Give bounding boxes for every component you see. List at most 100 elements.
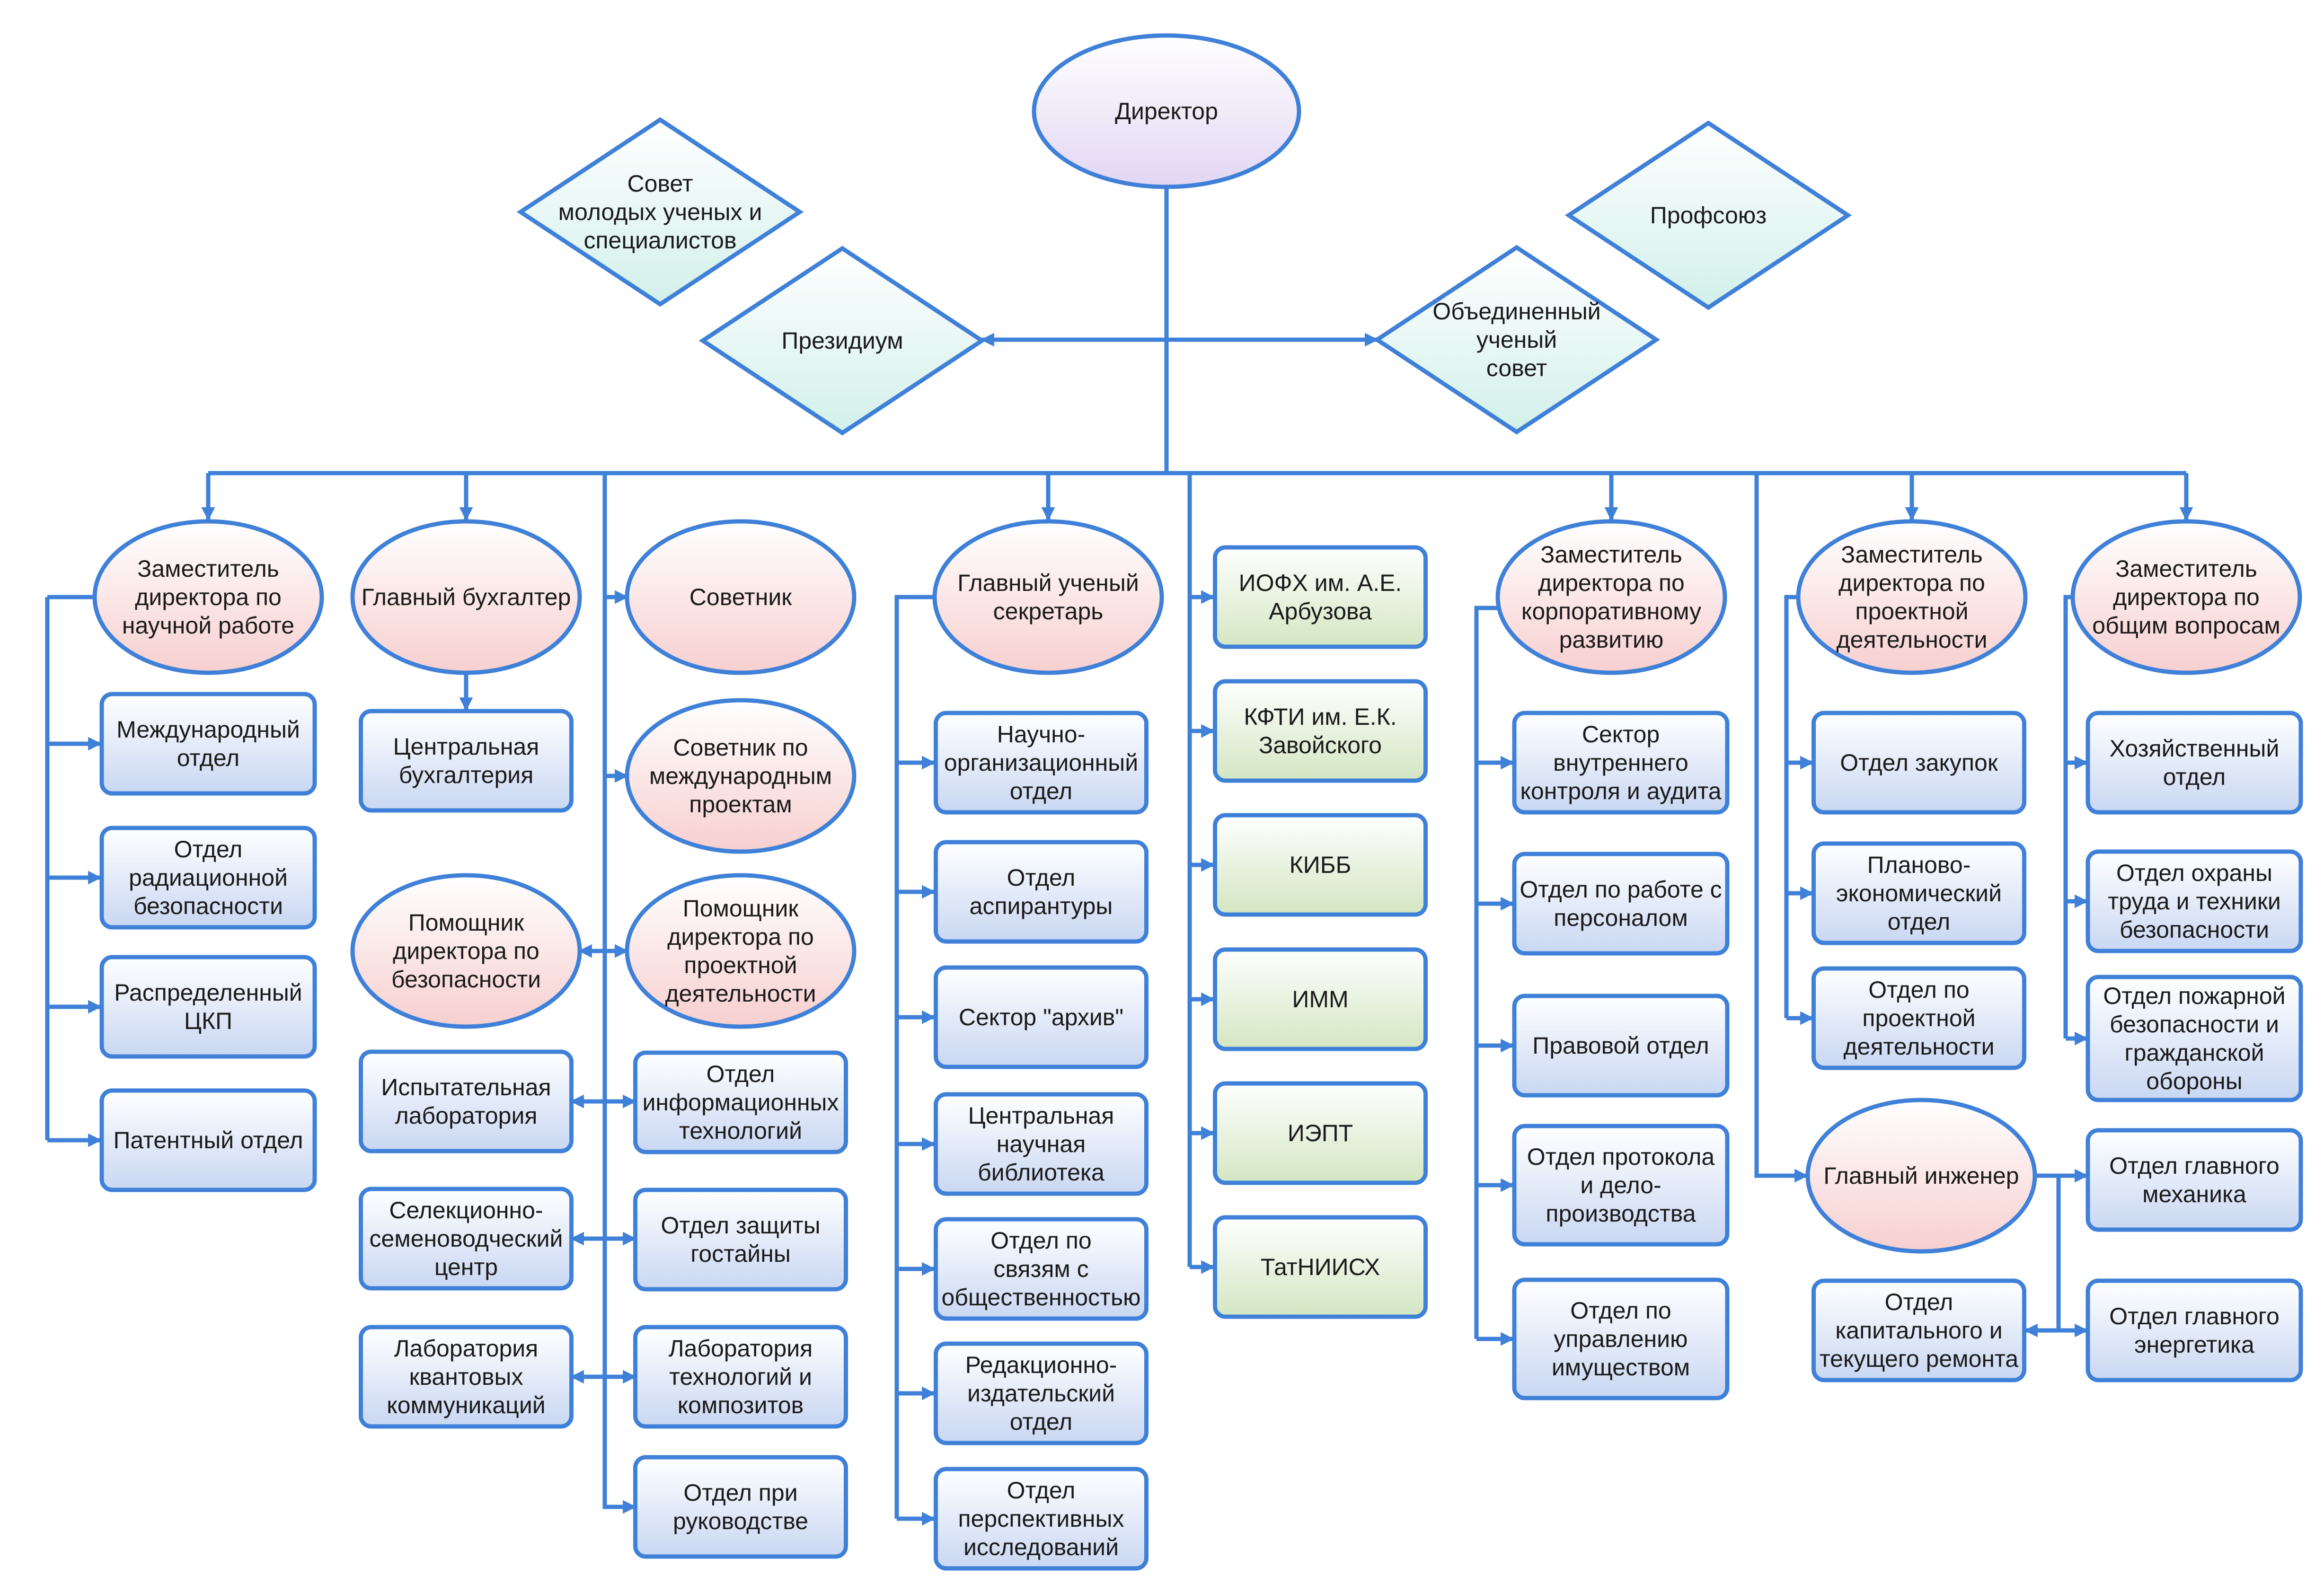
council-young-shape	[516, 117, 804, 307]
imm-label: ИММ	[1292, 986, 1348, 1012]
planning-dept-label: отдел	[1888, 908, 1950, 935]
iept-label: ИЭПТ	[1288, 1120, 1353, 1146]
it-dept-shape	[633, 1050, 848, 1154]
tatniish-shape	[1213, 1215, 1428, 1319]
assistant-security-label: Помощник	[408, 909, 525, 936]
dep-general-label: директора по	[2113, 584, 2260, 610]
repair-dept-label: текущего ремонта	[1820, 1346, 2019, 1372]
fire-safety-dept-label: Отдел пожарной	[2103, 983, 2285, 1009]
quantum-lab-label: квантовых	[409, 1364, 523, 1390]
prospective-dept-label: перспективных	[958, 1505, 1124, 1532]
assistant-security-label: директора по	[393, 938, 539, 964]
kibb-shape	[1213, 813, 1428, 917]
household-dept-label: отдел	[2163, 764, 2226, 790]
property-dept-label: управлению	[1554, 1326, 1688, 1352]
protocol-dept-shape	[1512, 1124, 1730, 1247]
chief-secretary-shape	[932, 519, 1164, 675]
planning-dept-shape	[1811, 841, 2026, 945]
advisor-intl-label: Советник по	[673, 734, 808, 761]
repair-dept-shape	[1811, 1278, 2026, 1382]
seed-center-label: семеноводческий	[370, 1225, 563, 1252]
project-dept-shape	[1811, 966, 2026, 1070]
sci-org-dept-label: Научно-	[997, 721, 1085, 748]
advisor-shape	[625, 519, 857, 675]
archive-sector-label: Сектор "архив"	[959, 1004, 1123, 1030]
property-dept-shape	[1512, 1277, 1730, 1400]
council-young-label: молодых ученых и	[558, 199, 762, 225]
node-director: Директор	[1032, 33, 1301, 189]
repair-dept-label: Отдел	[1885, 1289, 1953, 1315]
imm-shape	[1213, 947, 1428, 1051]
iofh-label: ИОФХ им. А.Е.	[1239, 570, 1402, 596]
project-dept-label: деятельности	[1843, 1033, 1994, 1060]
repair-dept-label: капитального и	[1835, 1317, 2002, 1344]
director-shape	[1032, 33, 1301, 189]
chief-accountant-label: Главный бухгалтер	[362, 584, 571, 610]
seed-center-label: центр	[434, 1254, 498, 1280]
hotel-dept-shape	[633, 1188, 848, 1292]
property-dept-label: Отдел по	[1570, 1297, 1671, 1324]
composites-lab-label: композитов	[678, 1392, 804, 1418]
profsoyuz-label: Профсоюз	[1650, 202, 1767, 229]
dep-science-label: научной работе	[122, 612, 294, 639]
chief-engineer-label: Главный инженер	[1823, 1162, 2019, 1189]
central-accounting-label: Центральная	[393, 733, 539, 760]
project-dept-label: Отдел по	[1868, 977, 1969, 1003]
edge-project-column	[1784, 595, 1798, 1018]
fire-safety-dept-label: гражданской	[2124, 1039, 2264, 1066]
fire-safety-dept-label: безопасности и	[2110, 1011, 2279, 1038]
edge-advisor-column	[602, 473, 636, 1514]
it-dept-label: технологий	[679, 1118, 802, 1144]
node-archive-sector: Сектор "архив"	[934, 965, 1149, 1069]
node-iept: ИЭПТ	[1213, 1081, 1428, 1185]
dep-corporate-label: Заместитель	[1540, 541, 1682, 568]
seed-center-label: Селекционно-	[389, 1197, 543, 1223]
chief-secretary-label: секретарь	[993, 598, 1104, 625]
united-council-label: совет	[1486, 355, 1547, 381]
chief-mechanic-dept-label: механика	[2142, 1181, 2246, 1207]
dep-corporate-label: развитию	[1559, 626, 1664, 653]
node-imm: ИММ	[1213, 947, 1428, 1051]
director-label: Директор	[1115, 98, 1218, 124]
dep-project-label: Заместитель	[1841, 541, 1983, 568]
sci-org-dept-label: отдел	[1010, 778, 1072, 804]
node-advisor: Советник	[625, 519, 857, 675]
kfti-shape	[1213, 679, 1428, 783]
iept-shape	[1213, 1081, 1428, 1185]
node-chief-engineer: Главный инженер	[1805, 1098, 2037, 1254]
edge-corporate-column	[1474, 606, 1498, 1339]
assistant-project-label: проектной	[684, 952, 797, 978]
radiation-dept-label: безопасности	[133, 893, 283, 919]
protocol-dept-label: и дело-	[1580, 1172, 1661, 1198]
hr-dept-label: Отдел по работе с	[1520, 876, 1722, 903]
kfti-label: КФТИ им. Е.К.	[1244, 704, 1396, 730]
hotel-dept-label: гостайны	[690, 1241, 791, 1267]
dep-general-label: общим вопросам	[2092, 612, 2280, 639]
chief-power-dept-label: Отдел главного	[2109, 1303, 2280, 1329]
test-lab-label: лаборатория	[395, 1102, 538, 1129]
dep-project-shape	[1796, 519, 2028, 675]
chief-secretary-label: Главный ученый	[957, 570, 1139, 596]
radiation-dept-shape	[99, 826, 317, 930]
legal-dept-shape	[1512, 994, 1730, 1098]
node-iofh: ИОФХ им. А.Е.Арбузова	[1213, 545, 1428, 649]
chief-power-dept-label: энергетика	[2134, 1331, 2254, 1358]
central-library-label: Центральная	[968, 1102, 1114, 1129]
radiation-dept-label: Отдел	[174, 836, 243, 863]
postgrad-dept-shape	[934, 840, 1149, 944]
